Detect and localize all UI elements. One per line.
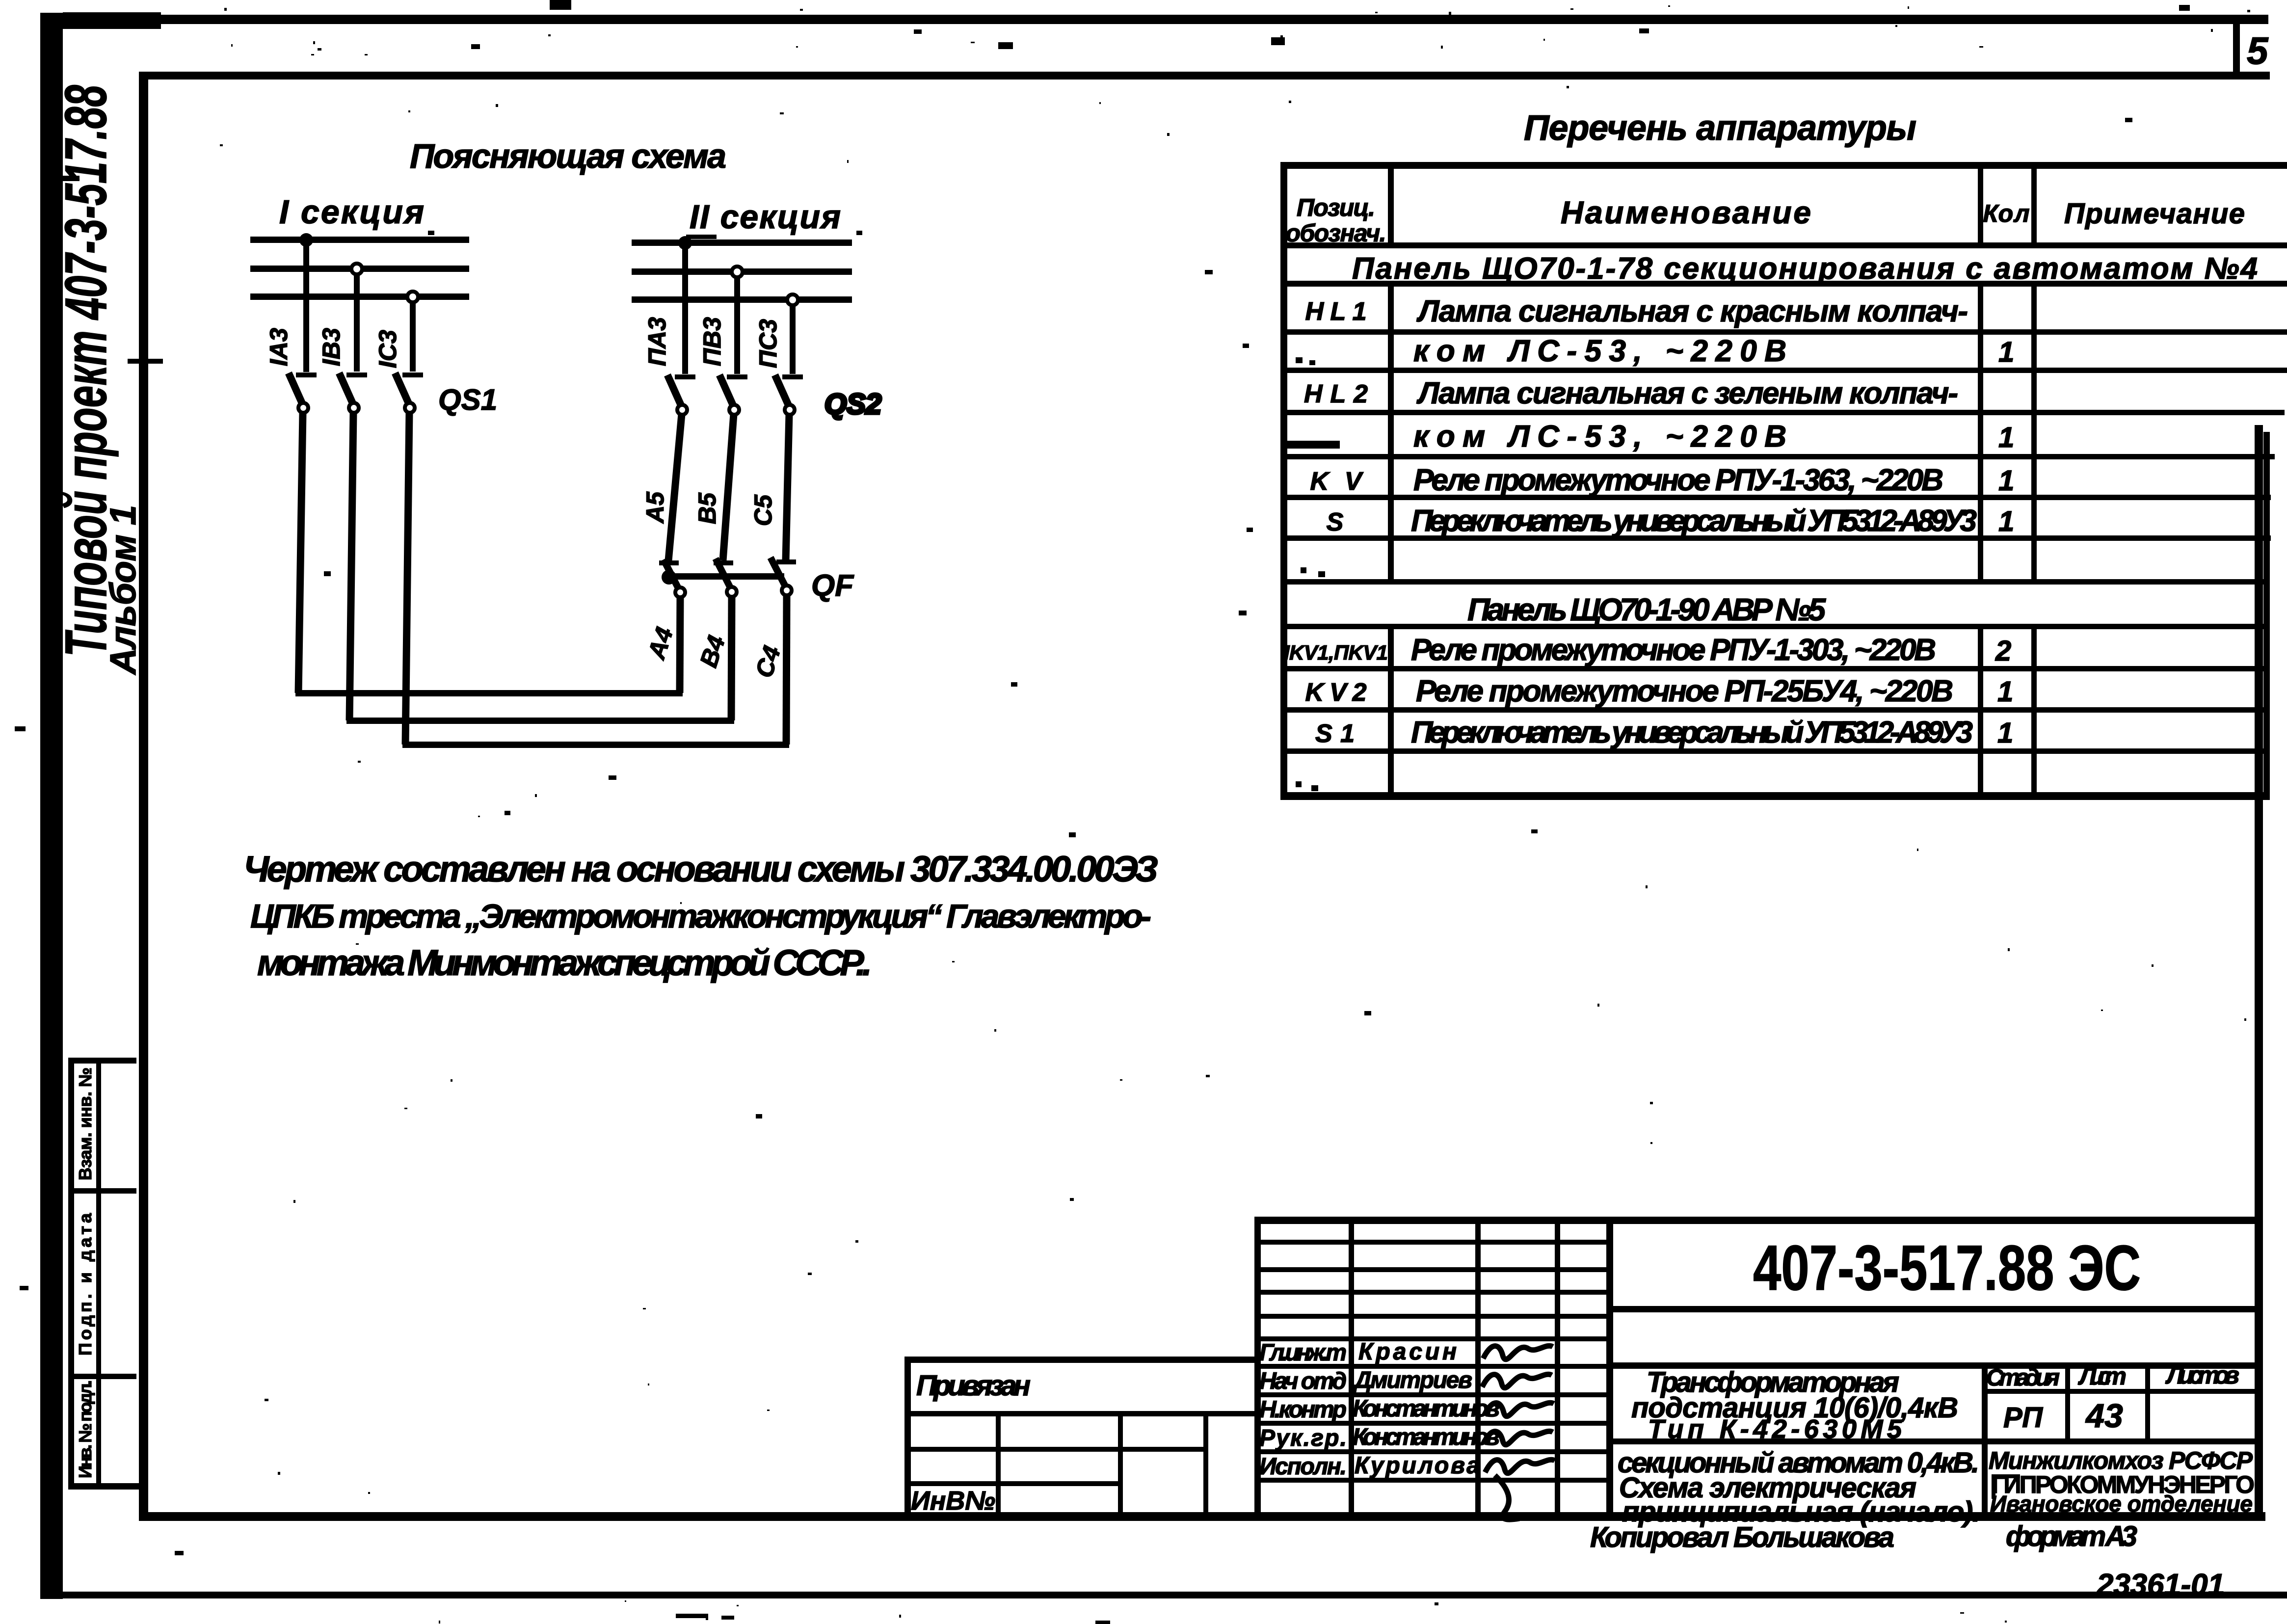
svg-text:QF: QF [811, 569, 854, 603]
svg-text:Листов: Листов [2165, 1361, 2239, 1389]
svg-text:Исполн.: Исполн. [1259, 1454, 1347, 1480]
svg-text:1: 1 [1998, 336, 2014, 368]
svg-text:Наименование: Наименование [1561, 195, 1811, 230]
svg-text:II секция: II секция [690, 198, 841, 236]
svg-text:IKV1,ПKV1: IKV1,ПKV1 [1284, 641, 1388, 664]
svg-text:43: 43 [2085, 1397, 2123, 1435]
svg-text:ком ЛС-53, ~220В: ком ЛС-53, ~220В [1413, 334, 1786, 368]
svg-text:Примечание: Примечание [2064, 198, 2245, 230]
svg-text:KV2: KV2 [1305, 678, 1367, 707]
svg-text:Переключатель универсальный УП: Переключатель универсальный УП5312-А89У3 [1411, 716, 1973, 749]
svg-text:S: S [1327, 508, 1344, 536]
svg-text:Поясняющая схема: Поясняющая схема [410, 137, 726, 175]
svg-text:Чертеж составлен на основании: Чертеж составлен на основании схемы 307.… [243, 849, 1158, 889]
svg-text:формат А3: формат А3 [2006, 1520, 2137, 1552]
svg-text:секционный автомат 0,4кВ.: секционный автомат 0,4кВ. [1618, 1447, 1979, 1479]
svg-text:Взам. инв. №: Взам. инв. № [75, 1067, 95, 1180]
svg-text:Панель ЩО70-1-90 АВР №5: Панель ЩО70-1-90 АВР №5 [1467, 592, 1826, 627]
svg-text:Ивановское отделение: Ивановское отделение [1990, 1491, 2253, 1517]
svg-text:Реле промежуточное РПУ-1-303,: Реле промежуточное РПУ-1-303, ~220В [1411, 633, 1936, 667]
svg-text:1: 1 [1997, 676, 2013, 708]
svg-text:С4: С4 [750, 642, 786, 681]
svg-text:А5: А5 [641, 491, 669, 524]
svg-text:Альбом 1: Альбом 1 [103, 505, 143, 675]
svg-text:В4: В4 [694, 632, 730, 670]
svg-text:Позиц.: Позиц. [1297, 194, 1375, 221]
svg-text:Нач отд: Нач отд [1259, 1368, 1347, 1394]
svg-text:IС3: IС3 [374, 330, 401, 368]
svg-text:Инв. № подл.: Инв. № подл. [75, 1380, 95, 1478]
svg-text:С5: С5 [749, 494, 777, 526]
svg-text:ПА3: ПА3 [643, 317, 671, 366]
svg-text:Курилова: Курилова [1355, 1453, 1480, 1479]
svg-text:1: 1 [1998, 422, 2014, 453]
svg-text:Реле промежуточное РП-25БУ4, ~: Реле промежуточное РП-25БУ4, ~220В [1416, 674, 1953, 708]
svg-text:ком ЛС-53, ~220В: ком ЛС-53, ~220В [1413, 420, 1786, 453]
svg-text:ЦПКБ треста „Электромонтажконс: ЦПКБ треста „Электромонтажконструкция“ Г… [250, 898, 1151, 935]
svg-text:Переключатель универсальный УП: Переключатель универсальный УП5312-А89У3 [1411, 504, 1977, 538]
svg-text:QS2: QS2 [824, 388, 881, 420]
svg-text:23361-01: 23361-01 [2096, 1568, 2225, 1602]
svg-text:KV: KV [1310, 467, 1364, 496]
svg-text:Гл.инж.т: Гл.инж.т [1259, 1340, 1347, 1366]
svg-text:Копировал Большакова: Копировал Большакова [1590, 1521, 1894, 1553]
svg-text:Рук.гр.: Рук.гр. [1259, 1425, 1347, 1451]
svg-text:Лампа сигнальная с красным кол: Лампа сигнальная с красным колпач- [1416, 294, 1968, 328]
svg-text:Схема электрическая: Схема электрическая [1619, 1472, 1916, 1504]
svg-text:Подп. и дата: Подп. и дата [75, 1213, 95, 1356]
svg-text:2: 2 [1995, 635, 2011, 667]
svg-text:Лист: Лист [2078, 1362, 2127, 1390]
svg-text:Константинов: Константинов [1353, 1396, 1500, 1422]
svg-text:Константинов: Константинов [1353, 1424, 1500, 1450]
svg-text:принципиальная (начало).: принципиальная (начало). [1622, 1496, 1980, 1528]
svg-text:РП: РП [2003, 1402, 2043, 1434]
svg-text:HL2: HL2 [1304, 380, 1368, 408]
svg-text:Минжилкомхоз РСФСР: Минжилкомхоз РСФСР [1989, 1447, 2253, 1474]
svg-text:Трансформаторная: Трансформаторная [1647, 1366, 1899, 1398]
svg-text:Дмитриев: Дмитриев [1353, 1367, 1472, 1393]
svg-text:Привязан: Привязан [916, 1370, 1031, 1402]
svg-text:HL1: HL1 [1305, 297, 1367, 326]
svg-text:Н.контр: Н.контр [1259, 1397, 1347, 1423]
svg-text:Панель ЩО70-1-78 секционирован: Панель ЩО70-1-78 секционирования с автом… [1352, 252, 2258, 286]
svg-text:ПВ3: ПВ3 [698, 317, 726, 366]
svg-text:Красин: Красин [1358, 1339, 1457, 1365]
svg-text:монтажа Минмонтажспецстрой ССС: монтажа Минмонтажспецстрой СССР.. [257, 942, 872, 983]
svg-text:1: 1 [1998, 465, 2014, 497]
svg-text:5: 5 [2247, 29, 2269, 72]
svg-text:Кол: Кол [1983, 200, 2030, 227]
svg-text:В5: В5 [693, 492, 721, 524]
svg-text:ПС3: ПС3 [754, 319, 782, 368]
svg-text:Перечень аппаратуры: Перечень аппаратуры [1524, 108, 1916, 148]
svg-text:Лампа сигнальная с зеленым кол: Лампа сигнальная с зеленым колпач- [1416, 376, 1958, 410]
svg-text:Реле промежуточное РПУ-1-363,: Реле промежуточное РПУ-1-363, ~220В [1413, 463, 1943, 497]
svg-text:S1: S1 [1315, 719, 1355, 748]
svg-text:IВ3: IВ3 [318, 328, 345, 366]
svg-text:А4: А4 [642, 624, 679, 663]
svg-text:1: 1 [1997, 717, 2013, 749]
svg-text:подстанция 10(6)/0,4кВ: подстанция 10(6)/0,4кВ [1631, 1392, 1958, 1424]
svg-text:обознач.: обознач. [1286, 219, 1386, 247]
svg-text:1: 1 [1998, 506, 2014, 537]
svg-text:IА3: IА3 [265, 328, 293, 366]
svg-text:407-3-517.88 ЭС: 407-3-517.88 ЭС [1753, 1232, 2141, 1304]
svg-text:ИнВ№: ИнВ№ [911, 1486, 995, 1516]
svg-text:Стадия: Стадия [1986, 1365, 2060, 1391]
svg-text:ГИПРОКОММУНЭНЕРГО: ГИПРОКОММУНЭНЕРГО [1992, 1471, 2255, 1498]
svg-text:I секция: I секция [279, 193, 424, 231]
svg-text:QS1: QS1 [438, 383, 497, 416]
